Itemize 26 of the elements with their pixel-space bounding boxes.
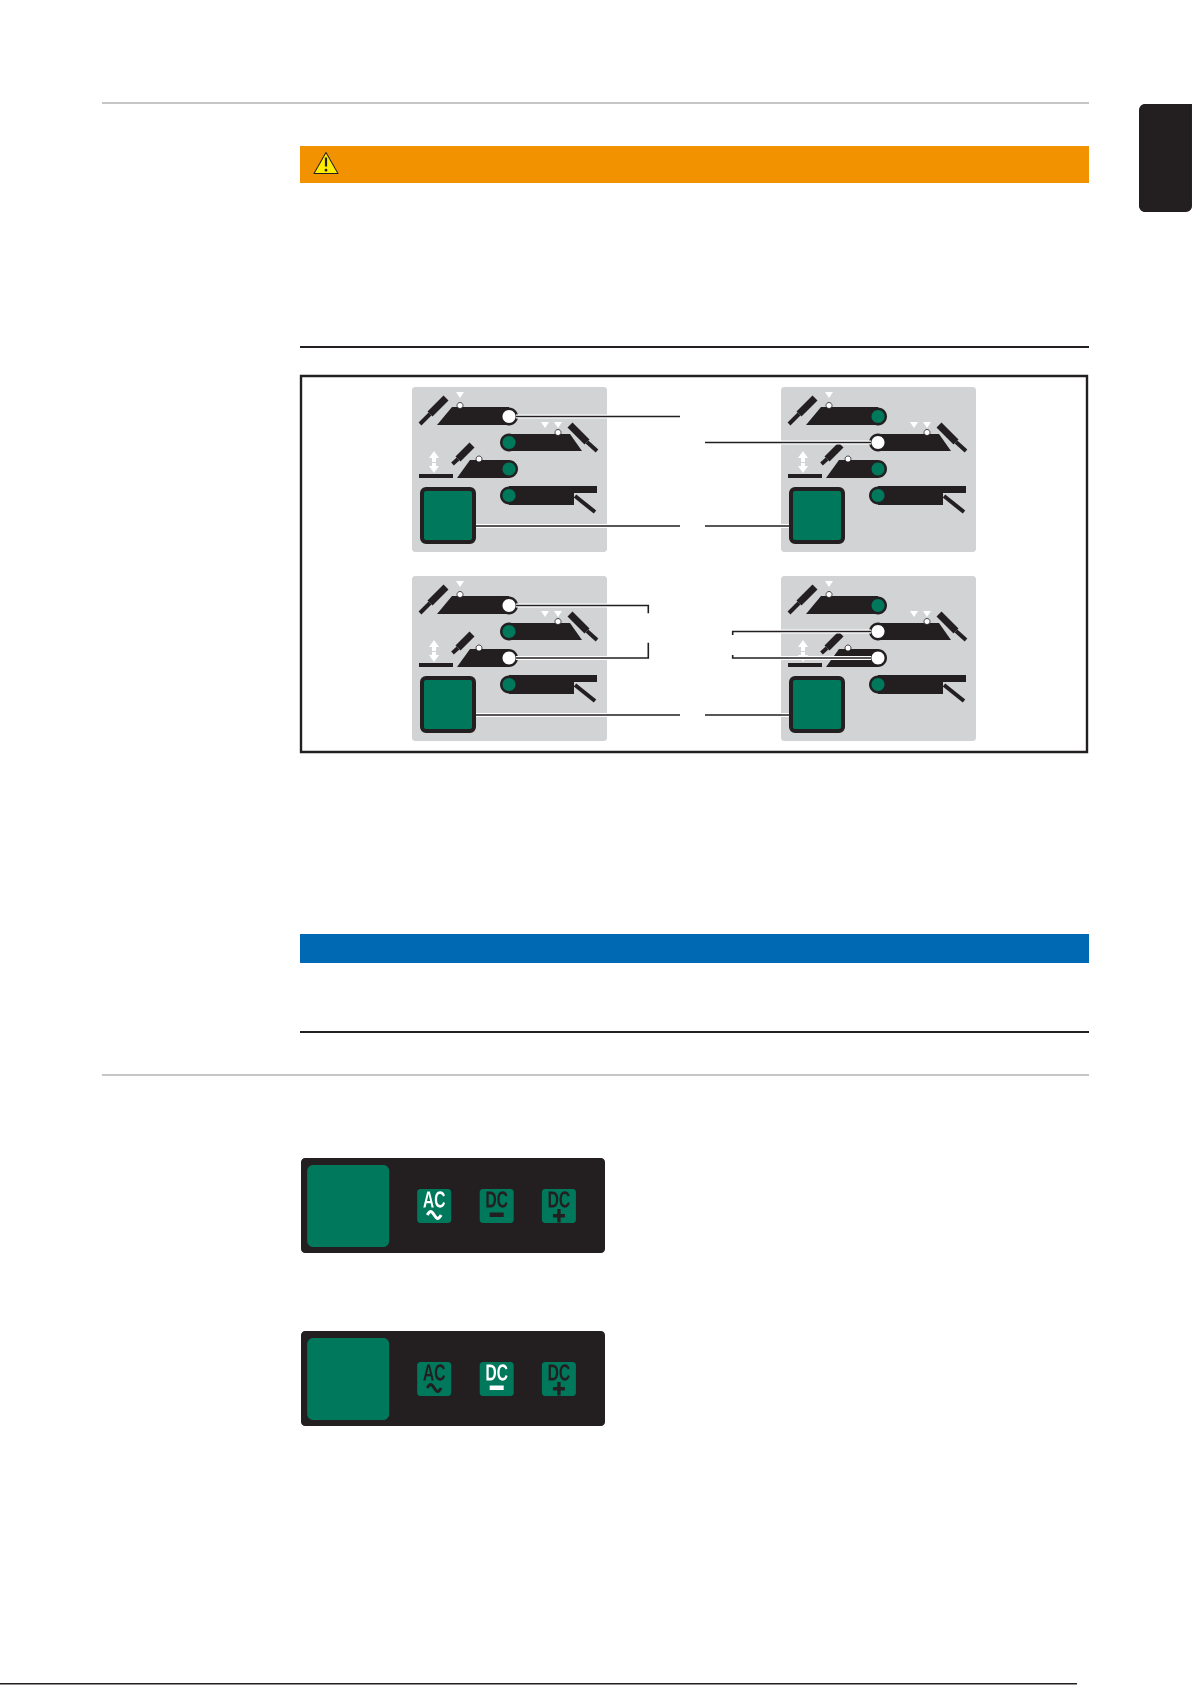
push-button [420,487,476,544]
leader-line [475,713,681,717]
push-button [789,487,845,544]
leader-line [704,713,790,717]
leader-line [704,524,790,528]
push-button [420,676,476,733]
indicator-light [502,410,516,423]
push-button [307,1337,390,1420]
indicator-light [871,625,885,638]
leader-line [730,654,872,660]
section-tab [1139,104,1192,212]
push-button [307,1164,390,1247]
leader-line [515,641,651,660]
leader-line [475,524,681,528]
indicator-light [502,599,516,612]
mode-button: AC [417,1189,452,1223]
leader-line [515,603,651,615]
note-bar [300,934,1089,963]
indicator-light [871,651,885,665]
indicator-light [502,651,516,665]
mode-button: AC [417,1362,452,1396]
leader-line [515,414,681,419]
push-button [789,676,845,733]
leader-line [704,440,872,445]
leader-line [730,629,872,636]
indicator-light [871,436,885,449]
